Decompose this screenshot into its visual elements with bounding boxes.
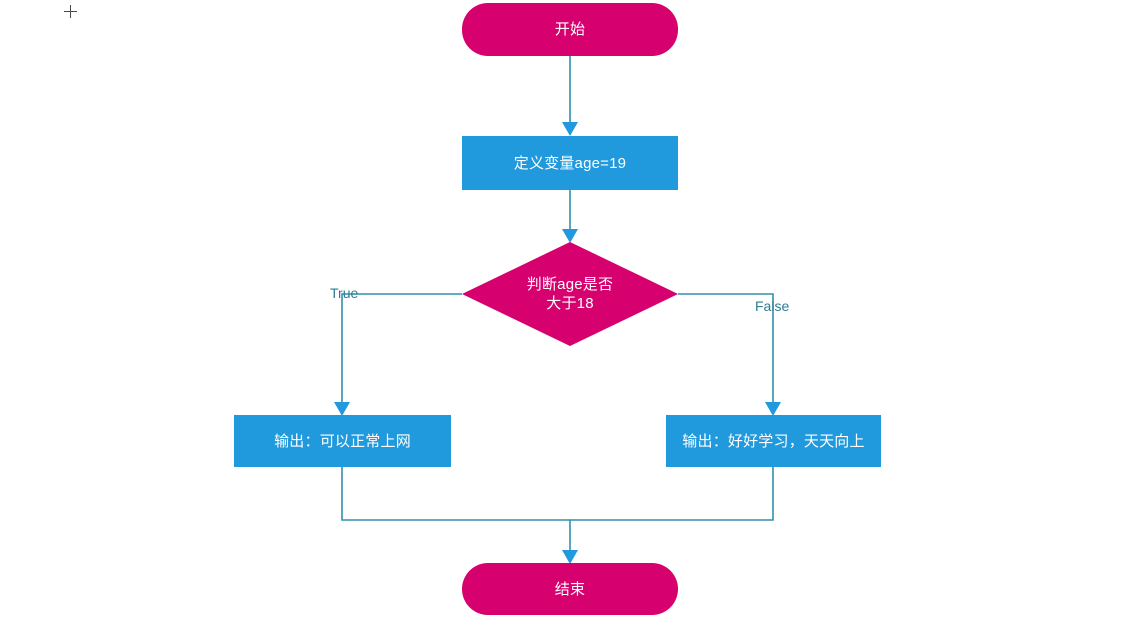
node-shape-decision-age[interactable] (462, 242, 678, 346)
edge-decision-true-line (341, 293, 462, 404)
node-shape-end[interactable] (462, 563, 678, 615)
crosshair-cursor (64, 5, 77, 18)
connector-layer (341, 56, 774, 552)
edge-true-to-end-line (341, 467, 571, 552)
edge-false-to-end-line (570, 467, 774, 521)
arrowhead-layer (334, 122, 781, 564)
node-shape-output-false[interactable] (666, 415, 881, 467)
node-shape-define-var[interactable] (462, 136, 678, 190)
node-shape-start[interactable] (462, 3, 678, 56)
arrowhead-to-end (562, 550, 578, 564)
node-shape-layer (234, 3, 881, 615)
arrowhead-to-output-false (765, 402, 781, 416)
edge-label-true: True (330, 285, 359, 301)
arrowhead-to-decision (562, 229, 578, 243)
edge-label-false: False (755, 298, 790, 314)
arrowhead-to-output-true (334, 402, 350, 416)
node-shape-output-true[interactable] (234, 415, 451, 467)
arrowhead-to-define (562, 122, 578, 136)
edge-decision-false-line (678, 293, 774, 404)
